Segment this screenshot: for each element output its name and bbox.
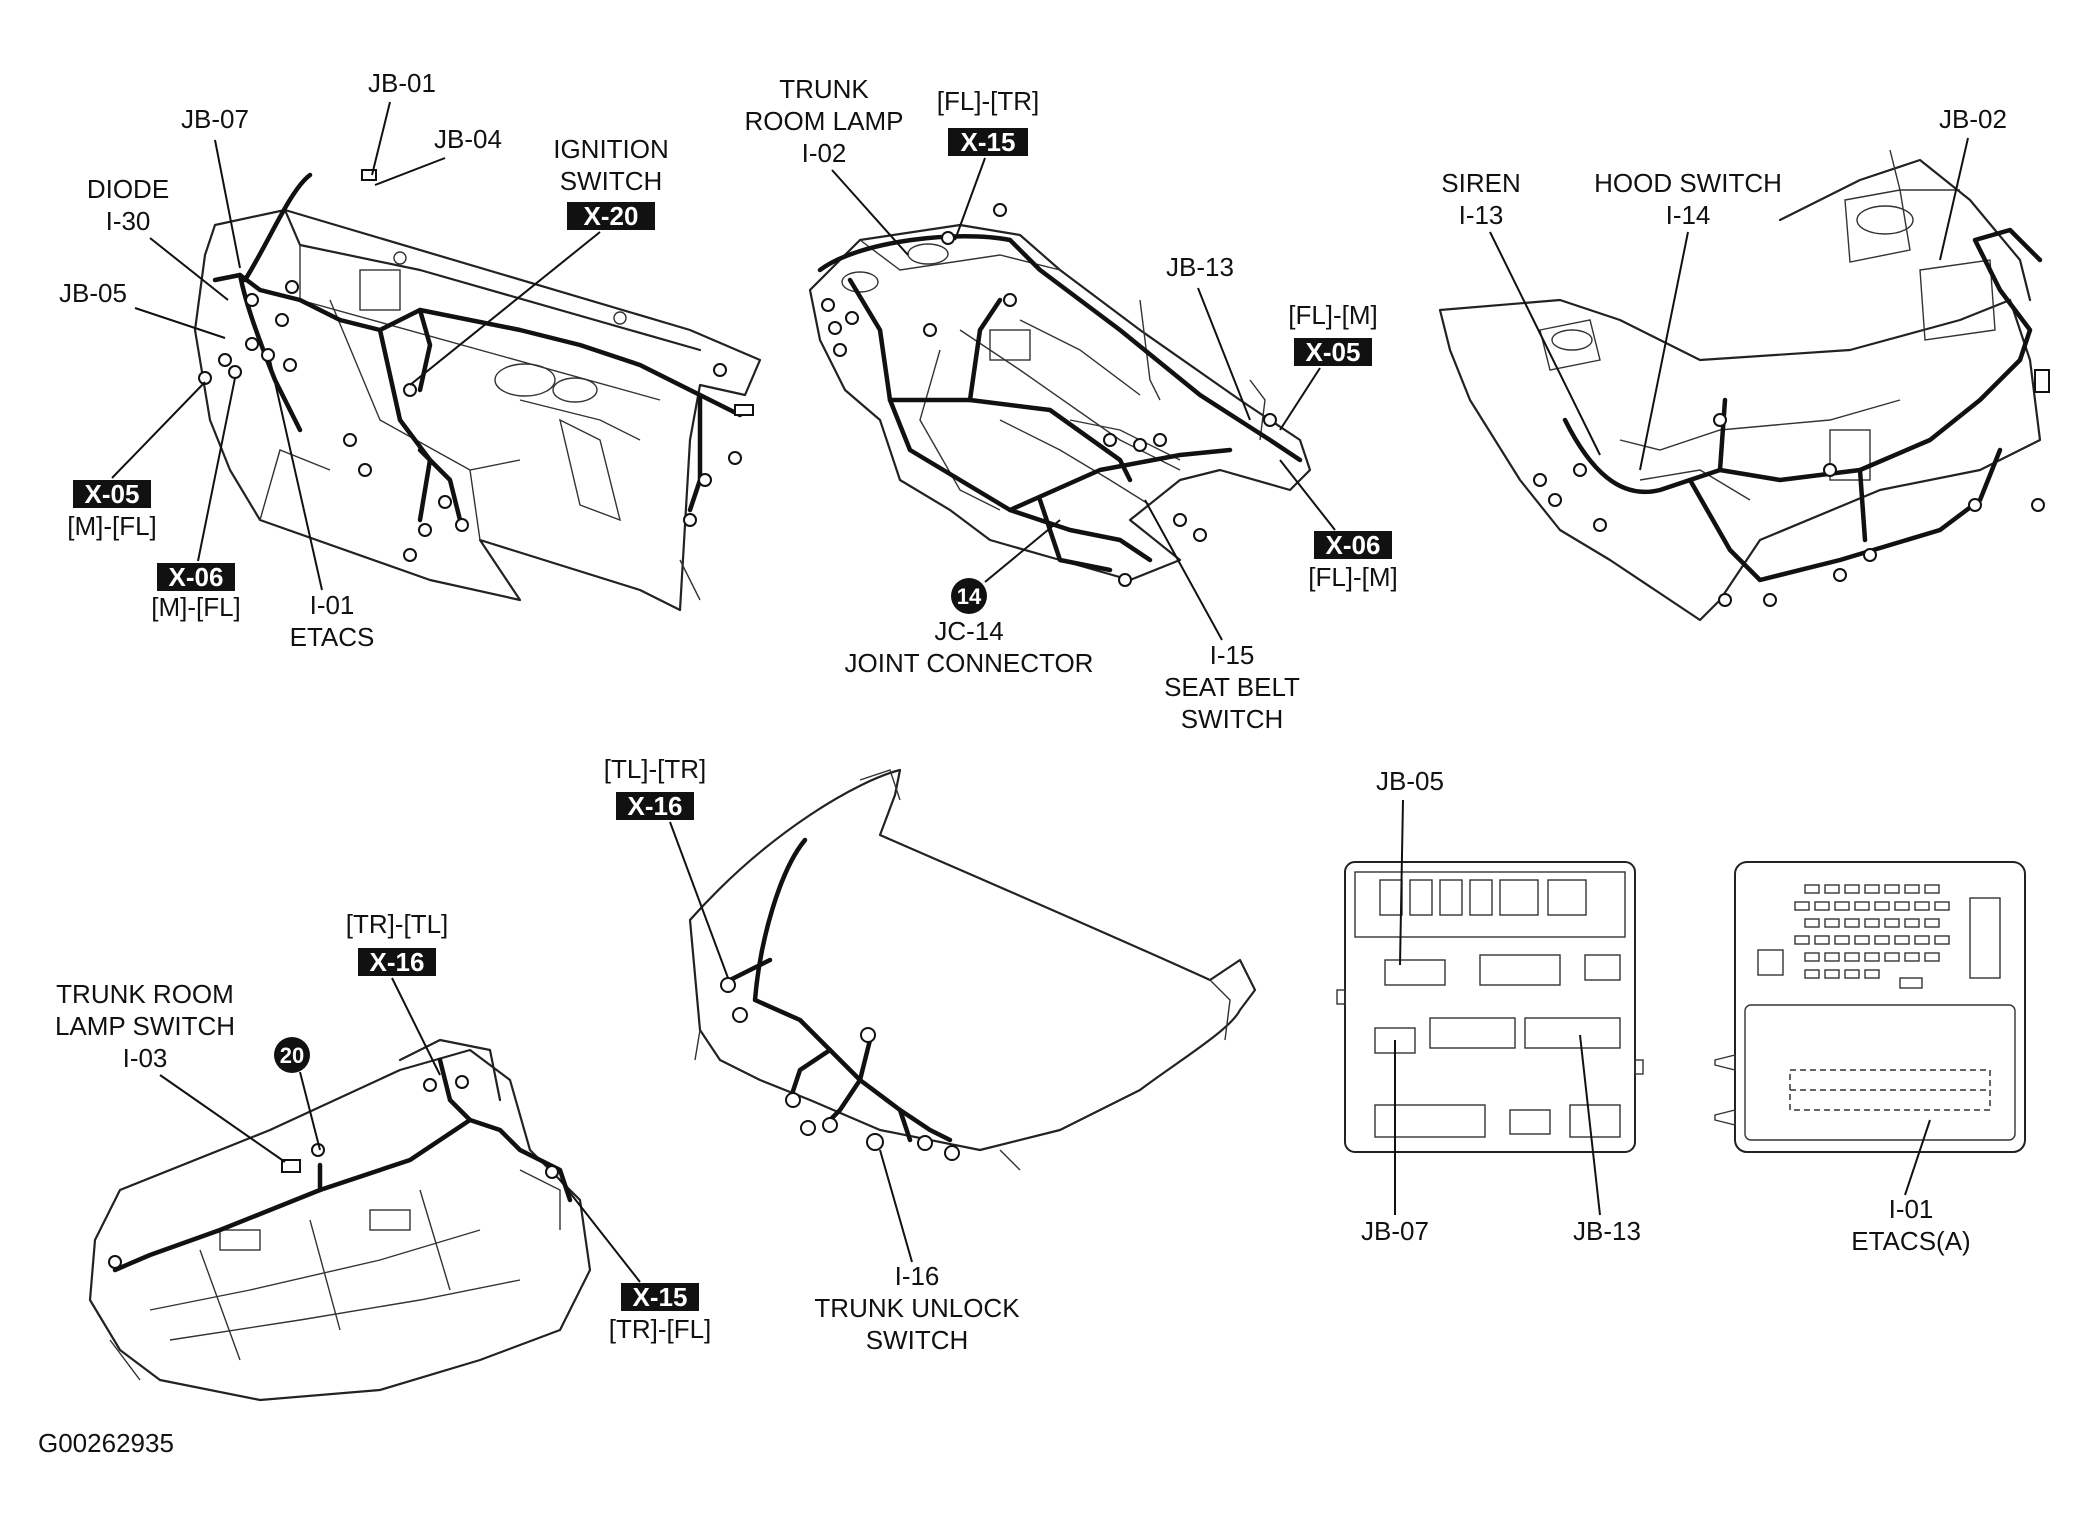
label-ignition-1: IGNITION bbox=[553, 134, 669, 164]
label-seatbelt-1: I-15 bbox=[1210, 640, 1255, 670]
tag-x-05-dash-text: X-05 bbox=[85, 479, 140, 509]
tag-x-15-floor-text: X-15 bbox=[961, 127, 1016, 157]
tag-x-16-trunk-text: X-16 bbox=[370, 947, 425, 977]
label-etacs-a-1: I-01 bbox=[1889, 1194, 1934, 1224]
label-seatbelt-3: SWITCH bbox=[1181, 704, 1284, 734]
label-jb-13-floor: JB-13 bbox=[1166, 252, 1234, 282]
tag-x-16-trunk bbox=[358, 948, 436, 976]
tag-x-06-floor bbox=[1314, 531, 1392, 559]
label-unlock-2: TRUNK UNLOCK bbox=[814, 1293, 1020, 1323]
figure-id: G00262935 bbox=[38, 1428, 174, 1458]
label-trunk-lamp-sw-1: TRUNK ROOM bbox=[56, 979, 234, 1009]
label-etacs-1: I-01 bbox=[310, 590, 355, 620]
label-trunk-lamp-sw-2: LAMP SWITCH bbox=[55, 1011, 235, 1041]
label-x-05-floor-sub: [FL]-[M] bbox=[1288, 300, 1378, 330]
trunk-lid-drawing bbox=[688, 768, 1257, 1171]
engine-bay-drawing bbox=[1438, 149, 2050, 622]
label-jb-05-dash: JB-05 bbox=[59, 278, 127, 308]
circle-14-text: 14 bbox=[957, 584, 982, 609]
label-etacs-2: ETACS bbox=[290, 622, 375, 652]
label-trunk-lamp-sw-3: I-03 bbox=[123, 1043, 168, 1073]
tag-x-06-dash bbox=[157, 563, 235, 591]
label-diode-1: DIODE bbox=[87, 174, 169, 204]
tag-x-06-dash-text: X-06 bbox=[169, 562, 224, 592]
tag-x-05-floor bbox=[1294, 338, 1372, 366]
circle-20-text: 20 bbox=[280, 1043, 304, 1068]
label-x-06-dash-sub: [M]-[FL] bbox=[151, 592, 241, 622]
circle-14 bbox=[951, 578, 987, 614]
label-trunk-room-lamp-3: I-02 bbox=[802, 138, 847, 168]
label-seatbelt-2: SEAT BELT bbox=[1164, 672, 1300, 702]
label-jb-04: JB-04 bbox=[434, 124, 502, 154]
label-x-15-trunk-sub: [TR]-[FL] bbox=[609, 1314, 712, 1344]
dashboard-drawing bbox=[193, 169, 762, 612]
trunk-floor-drawing bbox=[88, 1038, 592, 1402]
label-x-15-floor-sub: [FL]-[TR] bbox=[937, 86, 1040, 116]
label-diode-2: I-30 bbox=[106, 206, 151, 236]
label-siren-1: SIREN bbox=[1441, 168, 1520, 198]
label-x-05-dash-sub: [M]-[FL] bbox=[67, 511, 157, 541]
tag-x-15-floor bbox=[948, 128, 1028, 156]
label-x-06-floor-sub: [FL]-[M] bbox=[1308, 562, 1398, 592]
label-jb-05-box: JB-05 bbox=[1376, 766, 1444, 796]
label-unlock-1: I-16 bbox=[895, 1261, 940, 1291]
tag-x-15-trunk-text: X-15 bbox=[633, 1282, 688, 1312]
label-jb-07-dash: JB-07 bbox=[181, 104, 249, 134]
junction-box-drawing bbox=[1336, 861, 1644, 1153]
label-jb-07-box: JB-07 bbox=[1361, 1216, 1429, 1246]
tag-x-16-lid bbox=[616, 792, 694, 820]
label-hood-2: I-14 bbox=[1666, 200, 1711, 230]
label-x-16-trunk-sub: [TR]-[TL] bbox=[346, 909, 449, 939]
label-siren-2: I-13 bbox=[1459, 200, 1504, 230]
tag-x-16-lid-text: X-16 bbox=[628, 791, 683, 821]
label-unlock-3: SWITCH bbox=[866, 1325, 969, 1355]
label-jb-13-box: JB-13 bbox=[1573, 1216, 1641, 1246]
tag-x-06-floor-text: X-06 bbox=[1326, 530, 1381, 560]
label-trunk-room-lamp-1: TRUNK bbox=[779, 74, 869, 104]
circle-20 bbox=[274, 1037, 310, 1073]
tag-x-15-trunk bbox=[621, 1283, 699, 1311]
label-hood-1: HOOD SWITCH bbox=[1594, 168, 1782, 198]
label-jb-01: JB-01 bbox=[368, 68, 436, 98]
etacs-vent-grid bbox=[1794, 884, 1950, 979]
label-x-16-lid-sub: [TL]-[TR] bbox=[604, 754, 707, 784]
tag-x-20-text: X-20 bbox=[584, 201, 639, 231]
label-trunk-room-lamp-2: ROOM LAMP bbox=[745, 106, 904, 136]
tag-x-20 bbox=[567, 202, 655, 230]
label-etacs-a-2: ETACS(A) bbox=[1851, 1226, 1970, 1256]
etacs-module-drawing bbox=[1714, 861, 2026, 1153]
floor-drawing bbox=[808, 203, 1312, 587]
label-jc-14-1: JC-14 bbox=[934, 616, 1003, 646]
label-jc-14-2: JOINT CONNECTOR bbox=[845, 648, 1094, 678]
tag-x-05-floor-text: X-05 bbox=[1306, 337, 1361, 367]
label-jb-02: JB-02 bbox=[1939, 104, 2007, 134]
tag-x-05-dash bbox=[73, 480, 151, 508]
label-ignition-2: SWITCH bbox=[560, 166, 663, 196]
